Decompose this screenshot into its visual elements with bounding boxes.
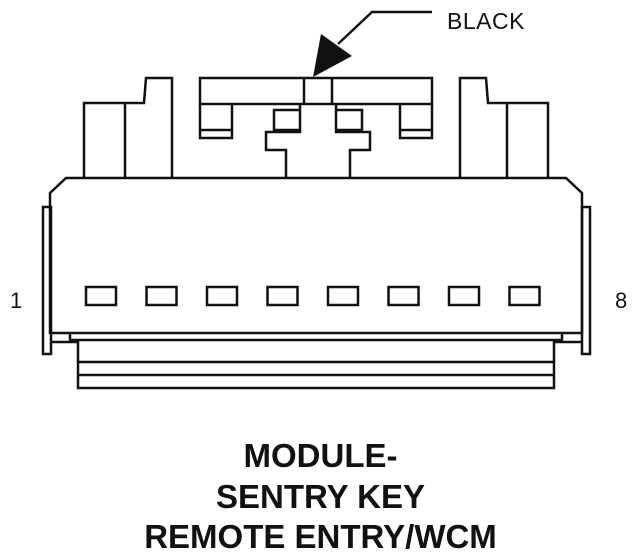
pin-cavity-6	[387, 285, 420, 307]
lock-frame	[198, 76, 434, 106]
pin-cavity-2	[145, 285, 178, 307]
right-latch	[458, 76, 550, 178]
lock-left-arm	[198, 104, 234, 140]
connector-body	[48, 176, 584, 335]
cavity-row	[84, 285, 541, 307]
title-line-3: REMOTE ENTRY/WCM	[144, 518, 497, 555]
lock-right-arm	[398, 104, 434, 140]
bottom-rails	[50, 333, 582, 390]
callout-arrowhead	[313, 34, 352, 77]
left-latch	[82, 76, 174, 178]
pin-cavity-8	[508, 285, 541, 307]
title-line-2: SENTRY KEY	[215, 478, 426, 515]
title-line-1: MODULE-	[243, 437, 398, 474]
pin-cavity-5	[326, 285, 360, 307]
wire-color-label: BLACK	[447, 8, 525, 34]
pin-cavity-1	[84, 285, 118, 307]
pin-cavity-7	[447, 285, 481, 307]
callout-leader	[337, 10, 432, 45]
pin-cavity-4	[266, 285, 299, 307]
pin-1-label: 1	[10, 288, 23, 313]
lock-center-tab	[264, 78, 372, 178]
pin-8-label: 8	[615, 288, 628, 313]
pin-cavity-3	[205, 285, 239, 307]
